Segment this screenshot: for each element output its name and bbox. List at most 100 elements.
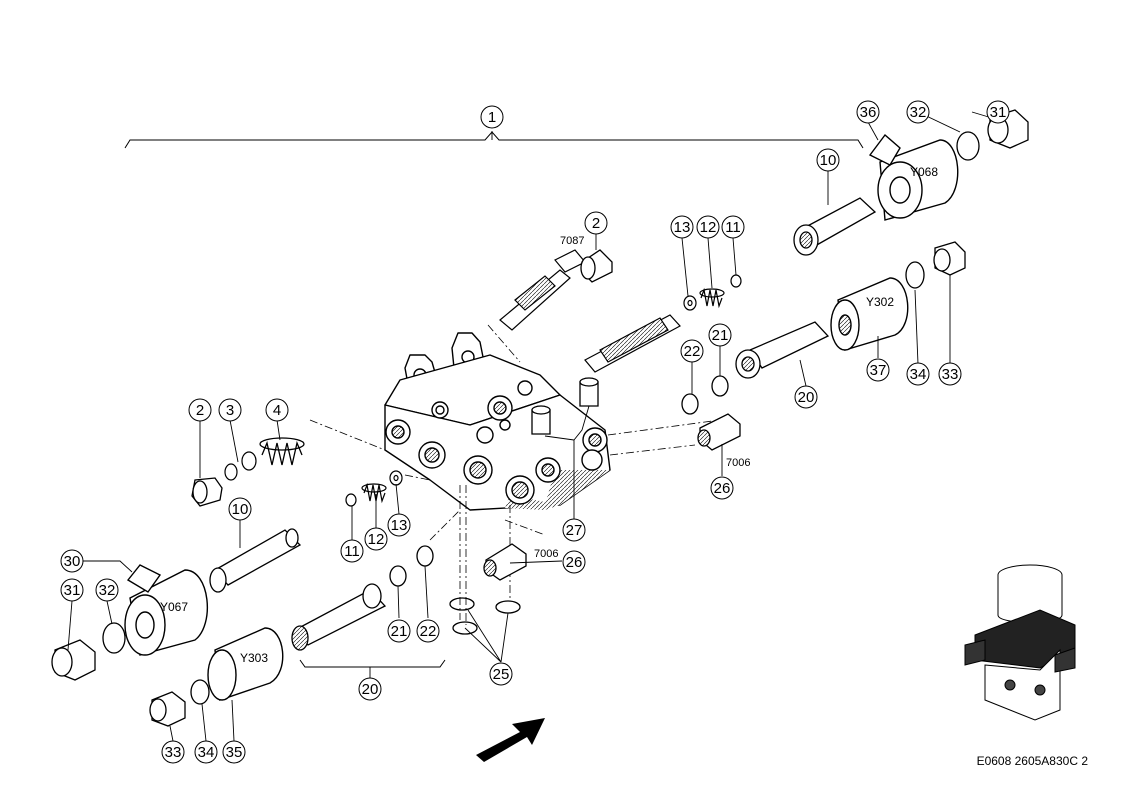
callout-34: 34 <box>194 740 218 764</box>
callout-number: 12 <box>368 531 385 548</box>
armature-tube-20-left <box>291 583 387 651</box>
figure-reference: E0608 2605A830C 2 <box>977 754 1089 768</box>
ring-11-left <box>345 493 357 507</box>
callout-32: 32 <box>906 100 930 124</box>
callout-number: 20 <box>798 389 815 406</box>
code-y302-label: Y302 <box>866 295 894 309</box>
solenoid-coil-y302 <box>830 277 909 351</box>
callout-number: 1 <box>488 109 496 126</box>
callout-26: 26 <box>710 476 734 500</box>
pilot-spool-right <box>584 314 681 373</box>
direction-arrow <box>476 718 545 762</box>
callout-35: 35 <box>222 740 246 764</box>
code-7087-label: 7087 <box>560 235 584 247</box>
callout-26: 26 <box>562 550 586 574</box>
leader-lines <box>67 111 993 742</box>
callout-21: 21 <box>387 619 411 643</box>
fitting-27-b <box>531 405 551 435</box>
callout-20: 20 <box>358 677 382 701</box>
callout-number: 34 <box>198 744 215 761</box>
ring-21-right <box>711 375 729 397</box>
callout-number: 35 <box>226 744 243 761</box>
fitting-27-a <box>579 377 599 407</box>
callout-32: 32 <box>95 578 119 602</box>
callout-13: 13 <box>670 215 694 239</box>
callout-number: 32 <box>99 582 116 599</box>
plug-7087 <box>580 249 613 283</box>
code-7006-right-label: 7006 <box>726 457 750 469</box>
callout-2: 2 <box>584 211 608 235</box>
ring-22-left <box>416 545 434 567</box>
callout-number: 21 <box>391 623 408 640</box>
washer-13-top <box>683 295 697 311</box>
valve-body <box>384 332 611 511</box>
callout-11: 11 <box>340 539 364 563</box>
callout-10: 10 <box>816 148 840 172</box>
callout-number: 31 <box>990 104 1007 121</box>
seal-ring-32-top <box>956 131 980 161</box>
callout-31: 31 <box>986 100 1010 124</box>
callout-3: 3 <box>218 398 242 422</box>
callout-number: 22 <box>420 623 437 640</box>
callout-22: 22 <box>416 619 440 643</box>
callout-37: 37 <box>866 358 890 382</box>
assembled-valve-thumbnail <box>964 564 1076 721</box>
spring-4 <box>259 437 305 466</box>
spring-12-left <box>361 482 387 504</box>
check-valve-7006-left <box>483 543 527 581</box>
callout-number: 31 <box>64 582 81 599</box>
seal-ring-34-left <box>190 679 210 705</box>
callout-33: 33 <box>161 740 185 764</box>
callout-31: 31 <box>60 578 84 602</box>
callout-number: 10 <box>820 152 837 169</box>
o-rings-25 <box>449 597 521 635</box>
callout-number: 2 <box>592 215 600 232</box>
armature-tube-10-top <box>793 197 877 256</box>
armature-tube-10-left <box>209 528 302 593</box>
callout-number: 33 <box>942 366 959 383</box>
callout-number: 37 <box>870 362 887 379</box>
callout-21: 21 <box>708 323 732 347</box>
check-valve-7006-right <box>697 413 741 451</box>
seal-ring-34-right <box>905 261 925 289</box>
callout-30: 30 <box>60 549 84 573</box>
callout-12: 12 <box>364 527 388 551</box>
callout-20: 20 <box>794 385 818 409</box>
nut-33-left <box>149 691 186 727</box>
callout-25: 25 <box>489 662 513 686</box>
callout-number: 12 <box>700 219 717 236</box>
callout-number: 22 <box>684 343 701 360</box>
callout-number: 25 <box>493 666 510 683</box>
callout-36: 36 <box>856 100 880 124</box>
callout-2: 2 <box>188 398 212 422</box>
code-7006-left-label: 7006 <box>534 548 558 560</box>
callout-27: 27 <box>562 518 586 542</box>
assembly-bracket <box>124 131 864 149</box>
callout-number: 2 <box>196 402 204 419</box>
ring-11-top <box>730 274 742 288</box>
solenoid-coil-y303 <box>207 627 284 701</box>
callout-33: 33 <box>938 362 962 386</box>
callout-11: 11 <box>721 215 745 239</box>
armature-tube-20-right <box>735 321 830 379</box>
code-y068-label: Y068 <box>910 165 938 179</box>
code-y067-label: Y067 <box>160 600 188 614</box>
callout-13: 13 <box>387 513 411 537</box>
callout-number: 30 <box>64 553 81 570</box>
callout-1: 1 <box>480 105 504 129</box>
code-y303-label: Y303 <box>240 651 268 665</box>
callout-number: 11 <box>725 219 741 236</box>
callout-number: 26 <box>714 480 731 497</box>
callout-number: 13 <box>674 219 691 236</box>
washer-3 <box>224 451 257 481</box>
callout-number: 10 <box>232 501 249 518</box>
callout-number: 26 <box>566 554 583 571</box>
callout-10: 10 <box>228 497 252 521</box>
pilot-spool-left <box>499 249 586 331</box>
callout-4: 4 <box>265 398 289 422</box>
callout-number: 3 <box>226 402 234 419</box>
callout-number: 20 <box>362 681 379 698</box>
callout-number: 4 <box>273 402 281 419</box>
washer-13-left <box>389 470 403 486</box>
bracket-20 <box>299 659 446 668</box>
